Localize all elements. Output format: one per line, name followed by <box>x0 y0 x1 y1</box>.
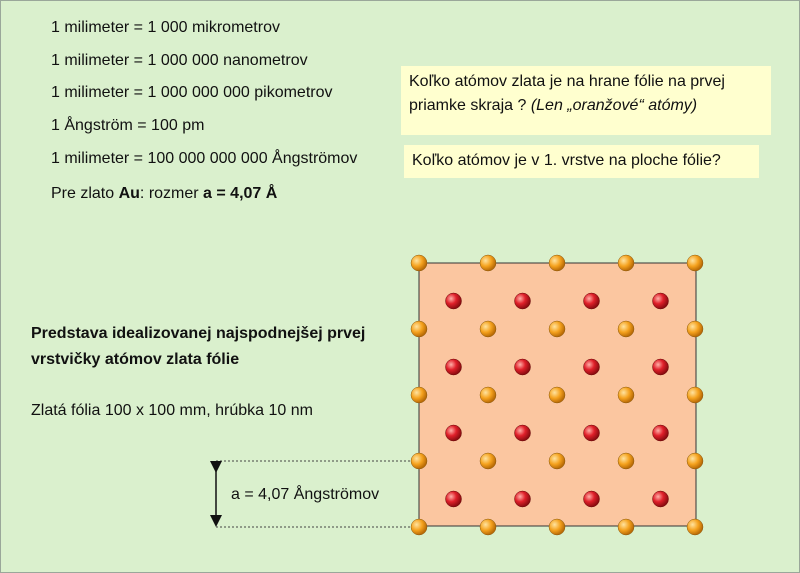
corner-atom <box>410 254 428 272</box>
gold-prefix: Pre zlato <box>51 185 119 202</box>
center-atom <box>445 490 462 508</box>
gold-lattice-value: a = 4,07 Å <box>203 185 278 202</box>
center-atom <box>514 358 531 376</box>
question-layer-atoms: Koľko atómov je v 1. vrstve na ploche fó… <box>404 145 759 178</box>
foil-description: Zlatá fólia 100 x 100 mm, hrúbka 10 nm <box>31 402 313 419</box>
corner-atom <box>686 320 704 338</box>
corner-atom <box>410 386 428 404</box>
corner-atom <box>686 518 704 536</box>
corner-atom <box>686 386 704 404</box>
center-atom <box>583 358 600 376</box>
center-atom <box>583 490 600 508</box>
corner-atom <box>617 254 635 272</box>
corner-atom <box>617 518 635 536</box>
unit-line-micrometers: 1 milimeter = 1 000 mikrometrov <box>51 19 280 36</box>
corner-atom <box>479 386 497 404</box>
corner-atom <box>548 518 566 536</box>
corner-atom <box>548 386 566 404</box>
unit-line-angstrom: 1 Ångström = 100 pm <box>51 117 205 134</box>
gold-dimension-line: Pre zlato Au: rozmer a = 4,07 Å <box>51 185 277 203</box>
corner-atom <box>479 452 497 470</box>
center-atom <box>514 292 531 310</box>
unit-line-mm-angstrom: 1 milimeter = 100 000 000 000 Ångströmov <box>51 150 358 167</box>
caption-title-line-2: vrstvičky atómov zlata fólie <box>31 351 240 368</box>
unit-line-picometers: 1 milimeter = 1 000 000 000 pikometrov <box>51 84 333 101</box>
corner-atom <box>548 320 566 338</box>
center-atom <box>583 292 600 310</box>
gold-middle: : rozmer <box>139 185 204 202</box>
gold-symbol: Au <box>118 185 140 202</box>
center-atom <box>583 424 600 442</box>
lattice-caption-title: Predstava idealizovanej najspodnejšej pr… <box>31 321 365 373</box>
center-atom <box>445 358 462 376</box>
corner-atom <box>686 452 704 470</box>
question-edge-atoms: Koľko atómov zlata je na hrane fólie na … <box>401 66 771 135</box>
corner-atom <box>479 320 497 338</box>
center-atom <box>514 424 531 442</box>
corner-atom <box>548 452 566 470</box>
center-atom <box>652 424 669 442</box>
corner-atom <box>617 452 635 470</box>
question-layer-text: Koľko atómov je v 1. vrstve na ploche fó… <box>412 152 721 169</box>
center-atom <box>652 358 669 376</box>
center-atom <box>652 490 669 508</box>
unit-line-nanometers: 1 milimeter = 1 000 000 nanometrov <box>51 52 308 69</box>
center-atom <box>445 292 462 310</box>
center-atom <box>514 490 531 508</box>
center-atom <box>652 292 669 310</box>
center-atom <box>445 424 462 442</box>
corner-atom <box>617 386 635 404</box>
corner-atom <box>410 452 428 470</box>
question-edge-note: (Len „oranžové“ atómy) <box>530 97 698 114</box>
corner-atom <box>548 254 566 272</box>
corner-atom <box>617 320 635 338</box>
corner-atom <box>479 254 497 272</box>
corner-atom <box>686 254 704 272</box>
question-edge-text: Koľko atómov zlata je na hrane fólie na … <box>409 73 725 114</box>
corner-atom <box>410 320 428 338</box>
atoms-group <box>410 254 704 536</box>
dimension-label: a = 4,07 Ångströmov <box>231 486 380 504</box>
corner-atom <box>479 518 497 536</box>
caption-title-line-1: Predstava idealizovanej najspodnejšej pr… <box>31 325 366 342</box>
corner-atom <box>410 518 428 536</box>
